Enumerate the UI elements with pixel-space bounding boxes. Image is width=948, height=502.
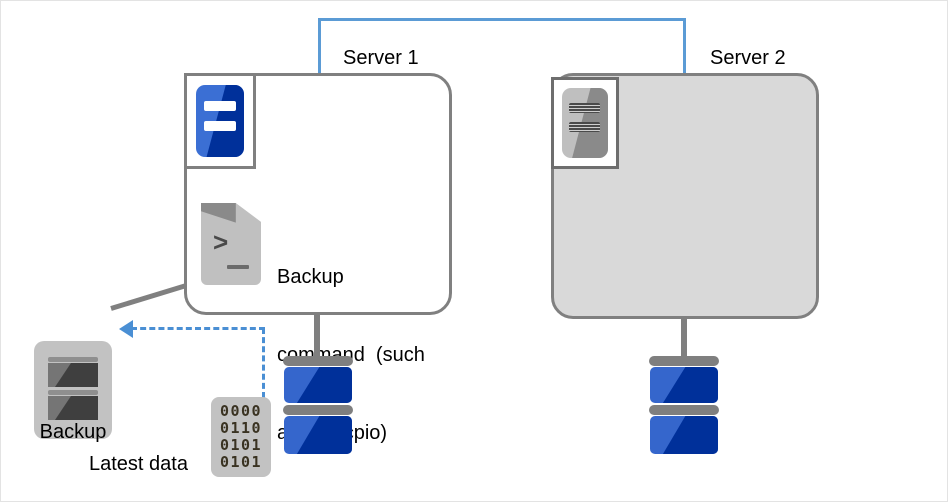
backup-device-connector xyxy=(110,283,186,311)
storage-disk-2 xyxy=(284,416,352,454)
backup-device-icon xyxy=(34,341,112,439)
server-icon-grayscale-bar-1 xyxy=(569,103,600,113)
server-icon xyxy=(196,85,244,157)
server1-storage-stem xyxy=(314,314,320,358)
storage-disk-1-shading xyxy=(662,367,718,403)
backup-device-label-line-1: Backup xyxy=(39,421,107,443)
restore-arrow-head xyxy=(119,320,133,338)
storage-disk-2 xyxy=(650,416,718,454)
binary-row: 0101 xyxy=(219,436,263,454)
server-icon-grayscale-bar-2 xyxy=(569,122,600,132)
backup-device-label-line-2: device xyxy=(13,497,133,501)
server2-title: Server 2 xyxy=(710,47,786,69)
restore-arrow-horizontal xyxy=(131,327,265,330)
storage-bar-middle xyxy=(283,405,353,415)
backup-device-cap-1 xyxy=(48,357,98,362)
backup-command-line-1: Backup xyxy=(277,266,344,288)
server1-title: Server 1 xyxy=(343,47,419,69)
storage-disk-2-shading xyxy=(662,416,718,454)
server-icon-grayscale xyxy=(562,88,608,158)
storage-disk-1 xyxy=(650,367,718,403)
storage-disk-1 xyxy=(284,367,352,403)
binary-row: 0101 xyxy=(219,453,263,471)
server2-storage-stack xyxy=(649,356,719,466)
backup-device-cartridge-1 xyxy=(48,363,98,387)
server2-icon-frame xyxy=(551,77,619,169)
storage-bar-top xyxy=(649,356,719,366)
backup-device-cap-2 xyxy=(48,390,98,395)
server-icon-bar-2 xyxy=(204,121,236,131)
storage-disk-1-shading xyxy=(296,367,352,403)
server1-storage-stack xyxy=(283,356,353,466)
storage-disk-2-shading xyxy=(296,416,352,454)
server-icon-bar-1 xyxy=(204,101,236,111)
latest-data-block: 0000 0110 0101 0101 xyxy=(211,397,271,477)
backup-device-label: Backup device xyxy=(13,367,133,501)
backup-command-label: Backup command (such as tar , cpio) xyxy=(277,212,447,498)
latest-data-label: Latest data xyxy=(89,453,188,475)
binary-row: 0110 xyxy=(219,419,263,437)
script-cursor-line xyxy=(227,265,249,269)
script-prompt-glyph: > xyxy=(213,227,229,257)
backup-device-cartridge-2 xyxy=(48,396,98,420)
storage-bar-top xyxy=(283,356,353,366)
server-link-bracket xyxy=(318,18,686,76)
server2-storage-stem xyxy=(681,319,687,358)
restore-arrow-vertical xyxy=(262,328,265,398)
storage-bar-middle xyxy=(649,405,719,415)
binary-row: 0000 xyxy=(219,402,263,420)
script-file-icon: > xyxy=(201,203,261,285)
server1-icon-frame xyxy=(184,73,256,169)
